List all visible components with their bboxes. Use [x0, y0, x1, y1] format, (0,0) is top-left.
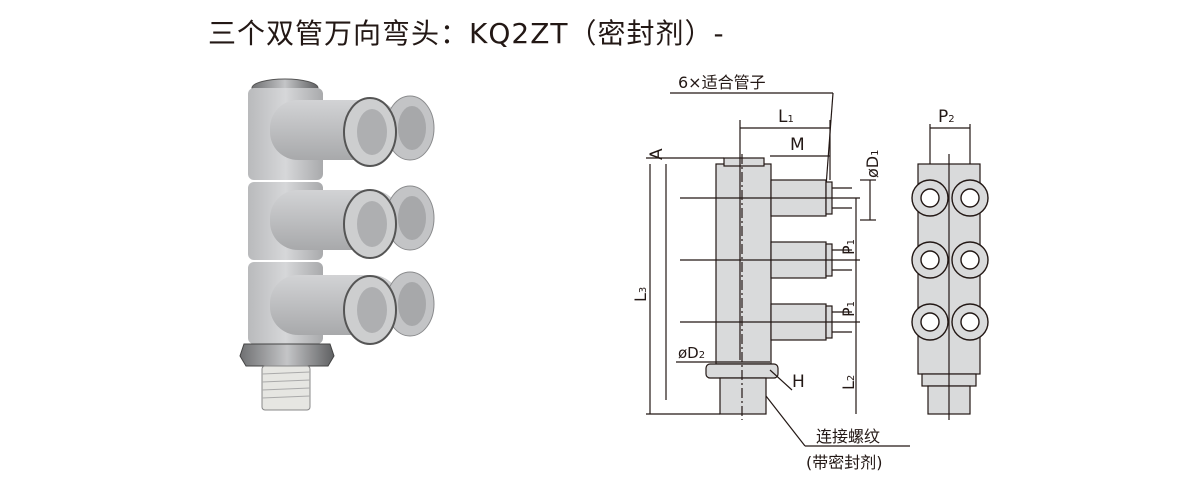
label-L1: L1	[778, 107, 794, 127]
label-M: M	[790, 135, 805, 155]
thread-leader	[765, 395, 806, 447]
label-P1-b: P1	[839, 301, 858, 317]
label-D1: øD1	[863, 150, 882, 178]
page-title: 三个双管万向弯头：KQ2ZT（密封剂）-	[208, 17, 725, 50]
dimension-drawing: 6×适合管子 L1 M A øD1 P1 P1 L3 øD2 H L2 P2 连…	[631, 73, 989, 472]
side-thread	[719, 377, 767, 415]
hex-nut	[239, 343, 335, 367]
port-row-3	[270, 271, 435, 345]
label-D2: øD2	[678, 344, 705, 362]
port-row-1	[270, 95, 435, 167]
label-H: H	[792, 372, 805, 392]
side-body	[715, 163, 772, 365]
label-P1-a: P1	[839, 239, 858, 255]
thread-note-line2: (带密封剂)	[806, 453, 883, 472]
tube-note: 6×适合管子	[678, 73, 766, 92]
product-photo	[239, 78, 435, 411]
label-P2: P2	[938, 107, 955, 127]
label-A: A	[647, 148, 667, 160]
port-row-2	[270, 185, 435, 259]
label-L2: L2	[839, 375, 858, 390]
label-L3: L3	[631, 287, 650, 302]
front-ports	[911, 179, 989, 341]
thread-note-line1: 连接螺纹	[816, 427, 880, 446]
